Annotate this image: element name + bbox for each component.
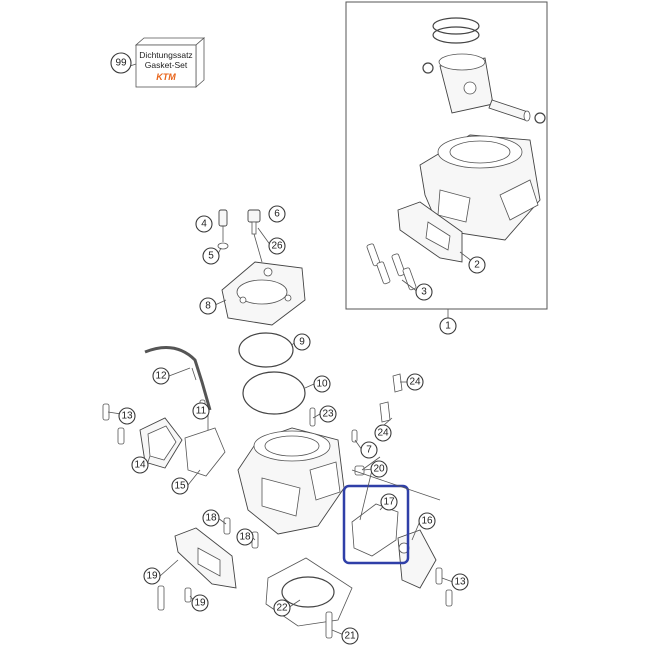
circlip-left	[422, 62, 434, 74]
callout-15-label: 15	[174, 481, 186, 492]
callout-11-label: 11	[196, 406, 207, 417]
callout-13-right-label: 13	[454, 577, 466, 588]
callout-5: 5	[202, 247, 220, 265]
callout-11: 11	[192, 402, 210, 420]
fasteners	[102, 373, 453, 639]
callout-19-left: 19	[143, 567, 161, 585]
callout-14: 14	[131, 456, 149, 474]
callout-19-right: 19	[191, 594, 209, 612]
callout-18-right: 18	[236, 528, 254, 546]
callout-5-label: 5	[208, 251, 214, 262]
callout-16: 16	[418, 512, 436, 530]
callout-18-left-label: 18	[205, 513, 217, 524]
callout-22: 22	[273, 599, 291, 617]
callout-13-left: 13	[118, 407, 136, 425]
callout-12-label: 12	[155, 371, 167, 382]
piston	[438, 53, 494, 114]
callout-3: 3	[415, 283, 433, 301]
gasket-set-line2: Gasket-Set	[145, 60, 188, 70]
callout-6-label: 6	[274, 209, 280, 220]
exhaust-flange	[174, 527, 237, 589]
callout-1: 1	[439, 317, 457, 335]
o-ring-large	[242, 371, 306, 415]
exhaust-control-cover-right	[397, 529, 437, 589]
callout-8-label: 8	[205, 301, 211, 312]
cylinder-kit-frame	[345, 1, 548, 310]
callout-2-label: 2	[474, 260, 480, 271]
cylinder-studs-kit	[366, 243, 417, 291]
cylinder-kit	[419, 134, 541, 241]
callout-4: 4	[195, 215, 213, 233]
callout-9-label: 9	[299, 337, 305, 348]
callout-15: 15	[171, 477, 189, 495]
callout-1-label: 1	[445, 321, 451, 332]
circlip-right	[534, 112, 546, 124]
exhaust-flange-kit	[397, 201, 463, 263]
piston-pin	[488, 99, 531, 122]
callout-10: 10	[313, 375, 331, 393]
callout-19-right-label: 19	[194, 598, 206, 609]
callout-17[interactable]: 17	[380, 493, 398, 511]
callout-2: 2	[468, 256, 486, 274]
callout-24-bottom-label: 24	[377, 428, 389, 439]
callout-12: 12	[152, 367, 170, 385]
cylinder	[237, 427, 345, 535]
head-bolt	[218, 209, 228, 227]
callout-20-label: 20	[373, 464, 385, 475]
washer	[217, 242, 229, 250]
callout-99: 99	[110, 52, 132, 74]
callout-4-label: 4	[201, 219, 207, 230]
callout-10-label: 10	[316, 379, 328, 390]
callout-13-left-label: 13	[121, 411, 133, 422]
callout-7: 7	[360, 441, 378, 459]
callout-19-left-label: 19	[146, 571, 158, 582]
cylinder-head	[221, 261, 306, 326]
callout-23: 23	[319, 405, 337, 423]
bleed-hose	[144, 346, 212, 411]
callout-18-right-label: 18	[239, 532, 251, 543]
exhaust-control-cover-left	[139, 417, 183, 469]
callout-9: 9	[293, 333, 311, 351]
brand-logo: KTM	[156, 72, 176, 82]
callout-16-label: 16	[421, 516, 433, 527]
callout-24-bottom: 24	[374, 424, 392, 442]
callout-13-right: 13	[451, 573, 469, 591]
callout-24-top-label: 24	[409, 377, 421, 388]
callout-6: 6	[268, 205, 286, 223]
callout-26: 26	[268, 237, 286, 255]
callout-3-label: 3	[421, 287, 427, 298]
callout-18-left: 18	[202, 509, 220, 527]
callout-22-label: 22	[276, 603, 288, 614]
gasket-set-box[interactable]: Dichtungssatz Gasket-Set KTM	[134, 37, 206, 88]
callout-24-top: 24	[406, 373, 424, 391]
callout-23-label: 23	[322, 409, 334, 420]
temperature-sensor	[247, 209, 261, 235]
callout-8: 8	[199, 297, 217, 315]
piston-rings	[432, 17, 480, 44]
callout-7-label: 7	[366, 445, 372, 456]
o-ring-small	[238, 332, 294, 368]
callout-26-label: 26	[271, 241, 283, 252]
gasket-set-line1: Dichtungssatz	[139, 50, 192, 60]
callout-20: 20	[370, 460, 388, 478]
callout-14-label: 14	[134, 460, 146, 471]
callout-21: 21	[341, 627, 359, 645]
gasket-left	[184, 427, 226, 477]
highlighted-gasket[interactable]	[342, 484, 410, 565]
callout-99-label: 99	[115, 58, 127, 69]
callout-17-label: 17	[383, 497, 395, 508]
callout-21-label: 21	[344, 631, 356, 642]
